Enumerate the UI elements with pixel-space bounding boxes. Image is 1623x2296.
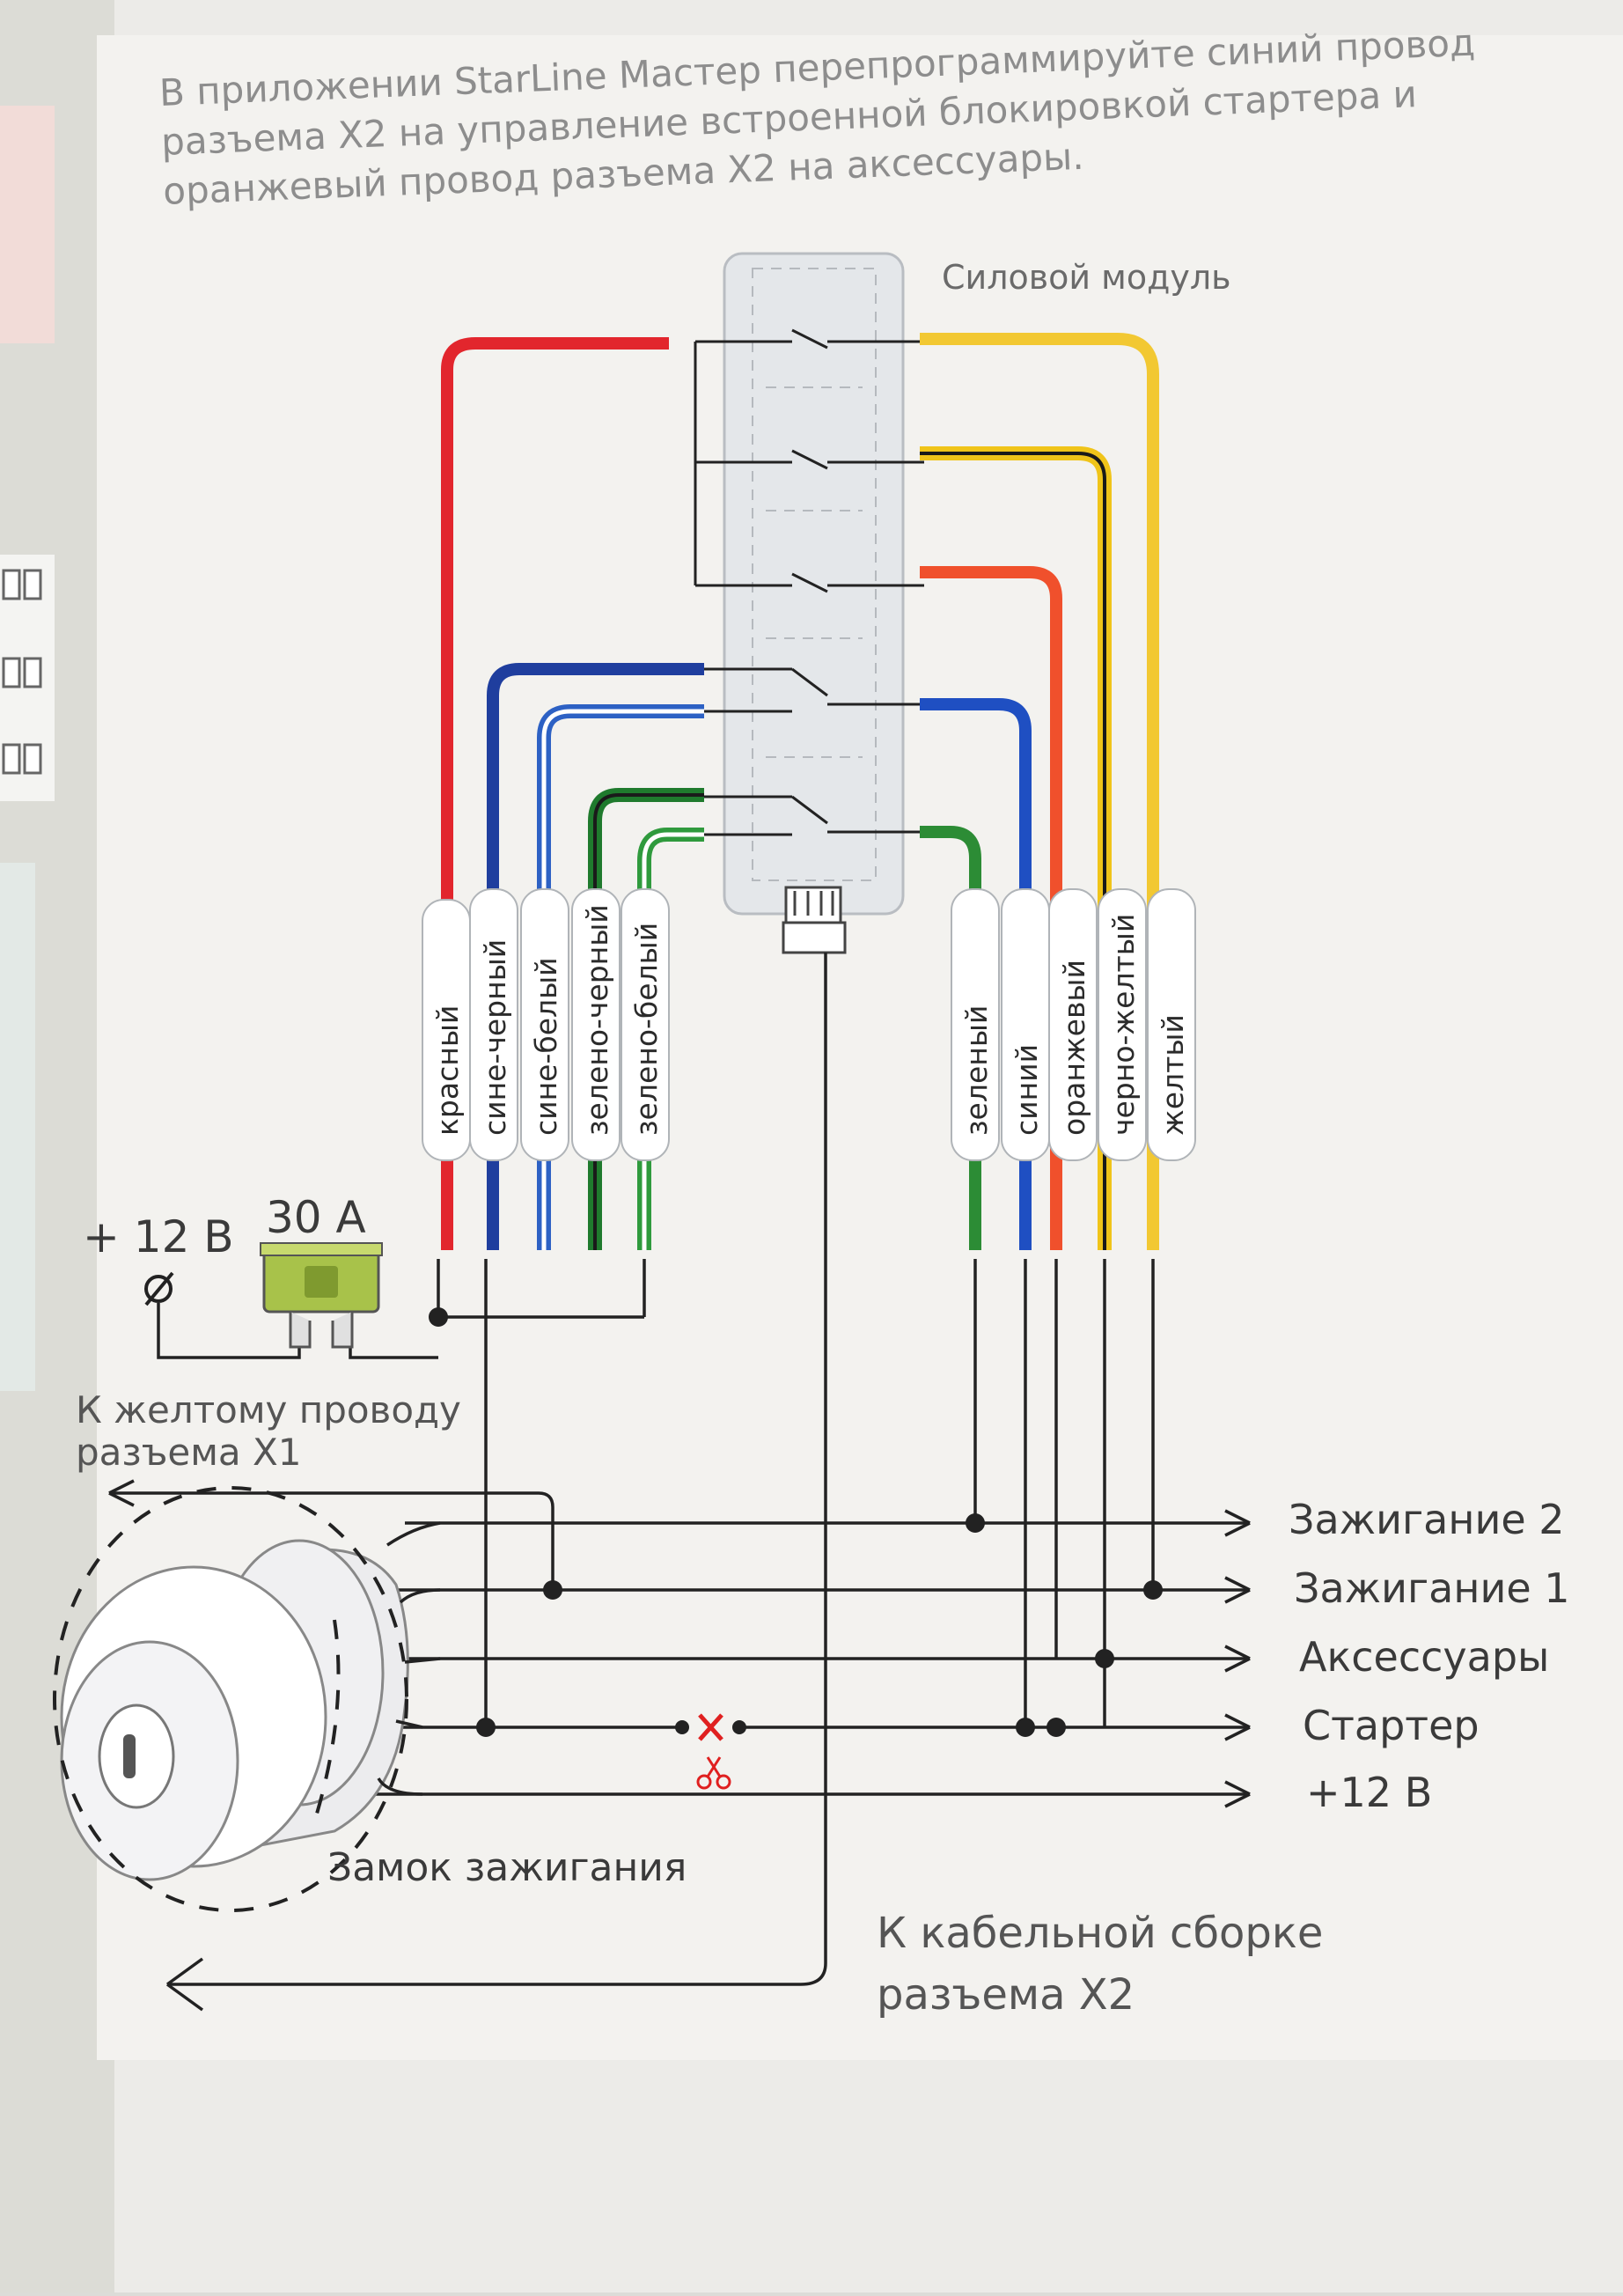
- cable-x2-line2: разъема X2: [877, 1970, 1135, 2020]
- fuse-label: 30 А: [266, 1192, 366, 1243]
- wire-label-blue-black: сине-черный: [478, 939, 512, 1136]
- output-ignition-2: Зажигание 2: [1289, 1496, 1565, 1543]
- wire-label-black-yellow: черно-желтый: [1106, 914, 1141, 1136]
- module-label: Силовой модуль: [942, 258, 1231, 297]
- fuse-icon: [260, 1242, 383, 1349]
- cable-x2-line1: К кабельной сборке: [877, 1909, 1323, 1958]
- output-accessories: Аксессуары: [1299, 1633, 1549, 1681]
- yellow-x1-line2: разъема X1: [76, 1431, 302, 1474]
- yellow-x1-line1: К желтому проводу: [76, 1388, 461, 1431]
- wire-label-green: зеленый: [959, 1005, 994, 1136]
- wire-label-orange: оранжевый: [1057, 960, 1091, 1136]
- wire-label-blue-white: сине-белый: [529, 957, 563, 1136]
- wire-label-green-white: зелено-белый: [629, 923, 664, 1136]
- wire-label-red: красный: [430, 1005, 465, 1136]
- voltage-label: + 12 В: [83, 1211, 234, 1262]
- scissors-icon: [696, 1756, 731, 1790]
- ignition-lock-icon: [53, 1486, 409, 1912]
- lock-label: Замок зажигания: [327, 1845, 687, 1890]
- wire-label-blue: синий: [1010, 1044, 1044, 1136]
- wire-label-green-black: зелено-черный: [580, 904, 614, 1136]
- wire-label-yellow: желтый: [1156, 1014, 1190, 1136]
- output-ignition-1: Зажигание 1: [1294, 1564, 1570, 1612]
- output-starter: Стартер: [1303, 1702, 1480, 1749]
- terminal-symbol: [144, 1271, 174, 1306]
- output-12v: +12 В: [1306, 1769, 1432, 1816]
